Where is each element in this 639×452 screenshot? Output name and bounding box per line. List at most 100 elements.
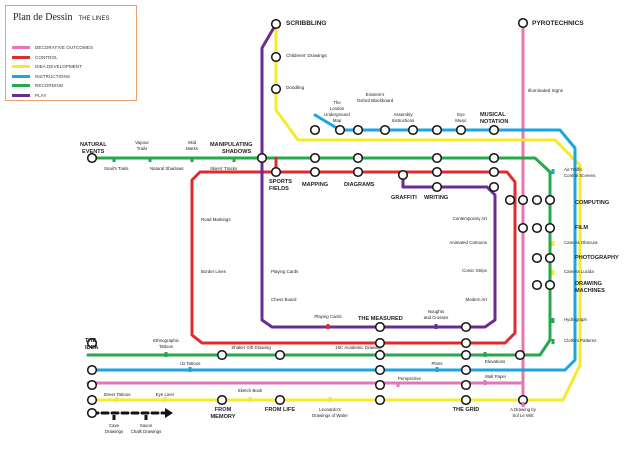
interchange-marker[interactable] — [86, 152, 98, 164]
stop-id-tattoos[interactable]: I.D.Tattoos — [180, 361, 202, 366]
interchange-marker[interactable] — [86, 407, 98, 419]
interchange-marker[interactable] — [86, 337, 98, 349]
stop-snails-trails[interactable]: Snail's Trails — [104, 166, 129, 171]
interchange-marker[interactable] — [544, 252, 556, 264]
station-graffiti[interactable]: GRAFFITI — [391, 195, 417, 201]
stop-eye-liner[interactable]: Eye Liner — [156, 392, 175, 397]
stop-plans[interactable]: Plans — [432, 361, 444, 366]
station-pyrotechnics[interactable]: PYROTECHNICS — [532, 20, 584, 27]
interchange-marker[interactable] — [309, 166, 321, 178]
interchange-marker[interactable] — [431, 166, 443, 178]
station-drawing-machines-2[interactable]: MACHINES — [575, 288, 605, 294]
interchange-marker[interactable] — [270, 51, 282, 63]
interchange-marker[interactable] — [334, 124, 346, 136]
interchange-marker[interactable] — [460, 394, 472, 406]
station-natural-events-2[interactable]: EVENTS — [82, 149, 105, 155]
station-writing[interactable]: WRITING — [424, 195, 448, 201]
interchange-marker[interactable] — [374, 394, 386, 406]
interchange-marker[interactable] — [309, 152, 321, 164]
interchange-marker[interactable] — [309, 124, 321, 136]
interchange-marker[interactable] — [517, 194, 529, 206]
station-manipulating-shadows-2[interactable]: SHADOWS — [222, 149, 251, 155]
station-computing[interactable]: COMPUTING — [575, 200, 609, 206]
interchange-marker[interactable] — [544, 279, 556, 291]
stop-15c-academic-drawing[interactable]: 15C Academic Drawing — [335, 345, 381, 350]
interchange-marker[interactable] — [352, 152, 364, 164]
interchange-marker[interactable] — [374, 337, 386, 349]
interchange-marker[interactable] — [531, 194, 543, 206]
interchange-marker[interactable] — [270, 166, 282, 178]
stop-doodling[interactable]: Doodling — [286, 85, 305, 90]
stop-elevations[interactable]: Elevations — [485, 359, 506, 364]
station-sports-fields-2[interactable]: FIELDS — [269, 186, 289, 192]
stop-playing-cards-red[interactable]: Playing Cards — [314, 314, 342, 319]
stop-illuminated-signs[interactable]: Illuminated Signs — [528, 88, 564, 93]
interchange-marker[interactable] — [544, 194, 556, 206]
interchange-marker[interactable] — [352, 124, 364, 136]
stop-playing-cards-purple[interactable]: Playing Cards — [271, 269, 299, 274]
station-the-measured[interactable]: THE MEASURED — [358, 316, 403, 322]
interchange-marker[interactable] — [517, 222, 529, 234]
station-the-idea-1[interactable]: THE — [85, 338, 96, 344]
stop-road-markings[interactable]: Road Markings — [201, 217, 231, 222]
interchange-marker[interactable] — [86, 364, 98, 376]
stop-contemporary-art[interactable]: Contemporary Art — [453, 216, 488, 221]
stop-chess-board[interactable]: Chess Board — [271, 297, 297, 302]
stop-hydrograph[interactable]: Hydrograph — [564, 317, 587, 322]
interchange-marker[interactable] — [407, 124, 419, 136]
interchange-marker[interactable] — [460, 321, 472, 333]
station-musical-notation-2[interactable]: NOTATION — [480, 119, 508, 125]
interchange-marker[interactable] — [216, 394, 228, 406]
stop-comic-strips[interactable]: Comic Strips — [462, 268, 488, 273]
stop-perspective[interactable]: Perspective — [398, 376, 421, 381]
interchange-marker[interactable] — [397, 169, 409, 181]
stop-border-lines[interactable]: Border Lines — [201, 269, 227, 274]
interchange-marker[interactable] — [488, 181, 500, 193]
stop-camera-obscura[interactable]: Camera Obscura — [564, 240, 598, 245]
station-musical-notation-1[interactable]: MUSICAL — [480, 112, 506, 118]
interchange-marker[interactable] — [531, 252, 543, 264]
interchange-marker[interactable] — [460, 364, 472, 376]
station-from-memory-1[interactable]: FROM — [215, 407, 232, 413]
stop-natural-shadows[interactable]: Natural Shadows — [150, 166, 184, 171]
interchange-marker[interactable] — [270, 18, 282, 30]
interchange-marker[interactable] — [531, 279, 543, 291]
station-the-idea-2[interactable]: IDEA — [85, 345, 98, 351]
interchange-marker[interactable] — [488, 166, 500, 178]
station-mapping[interactable]: MAPPING — [302, 182, 328, 188]
station-sports-fields-1[interactable]: SPORTS — [269, 179, 292, 185]
interchange-marker[interactable] — [274, 394, 286, 406]
stop-skiers-tracks[interactable]: Skiers' Tracks — [210, 166, 238, 171]
station-film[interactable]: FILM — [575, 225, 588, 231]
stop-camera-lucida[interactable]: Camera Lucida — [564, 269, 594, 274]
interchange-marker[interactable] — [460, 379, 472, 391]
station-from-life[interactable]: FROM LIFE — [265, 407, 295, 413]
interchange-marker[interactable] — [488, 124, 500, 136]
interchange-marker[interactable] — [504, 194, 516, 206]
stop-animated-cartoons[interactable]: Animated Cartoons — [449, 240, 487, 245]
stop-street-tattoos[interactable]: Street Tattoos — [103, 392, 131, 397]
stop-sketch-book[interactable]: Sketch Book — [238, 388, 263, 393]
interchange-marker[interactable] — [216, 349, 228, 361]
interchange-marker[interactable] — [86, 379, 98, 391]
interchange-marker[interactable] — [531, 222, 543, 234]
station-diagrams[interactable]: DIAGRAMS — [344, 182, 375, 188]
interchange-marker[interactable] — [374, 321, 386, 333]
interchange-marker[interactable] — [352, 166, 364, 178]
interchange-marker[interactable] — [517, 17, 529, 29]
station-natural-events-1[interactable]: NATURAL — [80, 142, 107, 148]
interchange-marker[interactable] — [374, 349, 386, 361]
station-from-memory-2[interactable]: MEMORY — [211, 414, 236, 420]
interchange-marker[interactable] — [86, 394, 98, 406]
stop-shaker-gift-drawing[interactable]: Shaker Gift Drawing — [231, 345, 271, 350]
interchange-marker[interactable] — [431, 124, 443, 136]
interchange-marker[interactable] — [431, 181, 443, 193]
station-photography[interactable]: PHOTOGRAPHY — [575, 255, 619, 261]
interchange-marker[interactable] — [374, 379, 386, 391]
station-drawing-machines-1[interactable]: DRAWING — [575, 281, 602, 287]
interchange-marker[interactable] — [455, 124, 467, 136]
interchange-marker[interactable] — [431, 152, 443, 164]
stop-modern-art[interactable]: Modern Art — [466, 297, 488, 302]
station-the-grid[interactable]: THE GRID — [453, 407, 480, 413]
interchange-marker[interactable] — [460, 349, 472, 361]
